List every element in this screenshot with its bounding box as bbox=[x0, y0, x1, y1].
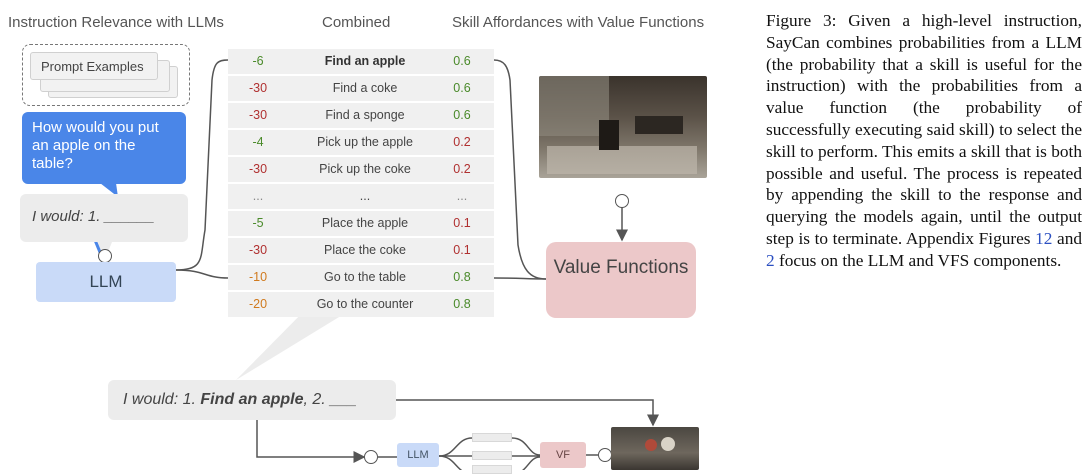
caption-text: focus on the LLM and VFS components. bbox=[774, 250, 1062, 270]
vf-score: 0.6 bbox=[453, 108, 471, 122]
next-step-suffix: , 2. ___ bbox=[303, 391, 357, 408]
skill-label: Find an apple bbox=[324, 54, 406, 68]
vf-output-node bbox=[598, 448, 612, 462]
llm-score: -30 bbox=[248, 243, 268, 257]
llm-box: LLM bbox=[36, 262, 176, 302]
skill-row: -30 Find a sponge 0.6 bbox=[228, 103, 494, 128]
skill-row: ......... bbox=[228, 184, 494, 209]
llm-score: -30 bbox=[248, 162, 268, 176]
llm-score: -30 bbox=[248, 81, 268, 95]
skill-label: Go to the counter bbox=[316, 297, 414, 311]
skill-row: -30 Pick up the coke 0.2 bbox=[228, 157, 494, 182]
next-step-bubble: I would: 1. Find an apple, 2. ___ bbox=[108, 380, 396, 420]
vf-score: ... bbox=[456, 189, 468, 203]
value-functions-box: Value Functions bbox=[546, 242, 696, 318]
appendix-figure-link[interactable]: 2 bbox=[766, 250, 775, 270]
llm-score: -10 bbox=[248, 270, 268, 284]
photo-connector-node bbox=[615, 194, 629, 208]
vf-score: 0.6 bbox=[453, 81, 471, 95]
skill-label: Place the coke bbox=[324, 243, 406, 257]
vf-score: 0.8 bbox=[453, 270, 471, 284]
skill-row: -6 Find an apple 0.6 bbox=[228, 49, 494, 74]
loop-connector-node bbox=[364, 450, 378, 464]
skill-row: -10 Go to the table 0.8 bbox=[228, 265, 494, 290]
skill-label: Pick up the apple bbox=[317, 135, 413, 149]
skill-label: Place the apple bbox=[321, 216, 409, 230]
small-vf-box: VF bbox=[540, 442, 586, 468]
skill-label: Pick up the coke bbox=[319, 162, 411, 176]
instruction-bubble: How would you put an apple on the table? bbox=[22, 112, 186, 184]
scene-photo-kitchen bbox=[539, 76, 707, 178]
caption-text: Given a high-level instruction, SayCan c… bbox=[766, 11, 1082, 248]
small-llm-box: LLM bbox=[397, 443, 439, 467]
prompt-examples-card: Prompt Examples bbox=[30, 52, 158, 80]
skill-label: ... bbox=[359, 189, 371, 203]
header-value-functions: Skill Affordances with Value Functions bbox=[452, 14, 705, 31]
llm-score: -20 bbox=[248, 297, 268, 311]
caption-text: and bbox=[1052, 228, 1082, 248]
skill-row: -30 Find a coke 0.6 bbox=[228, 76, 494, 101]
vf-score: 0.2 bbox=[453, 162, 471, 176]
appendix-figure-link[interactable]: 12 bbox=[1035, 228, 1053, 248]
llm-score: -4 bbox=[252, 135, 264, 149]
figure-label: Figure 3: bbox=[766, 11, 837, 30]
header-llm-relevance: Instruction Relevance with LLMs bbox=[8, 14, 224, 31]
bubble-tail bbox=[100, 183, 118, 197]
skill-row: -5 Place the apple 0.1 bbox=[228, 211, 494, 236]
vf-score: 0.8 bbox=[453, 297, 471, 311]
vf-score: 0.2 bbox=[453, 135, 471, 149]
llm-score: -30 bbox=[248, 108, 268, 122]
llm-score: ... bbox=[252, 189, 264, 203]
skill-row: -30 Place the coke 0.1 bbox=[228, 238, 494, 263]
connector-node bbox=[98, 249, 112, 263]
skill-label: Find a sponge bbox=[325, 108, 405, 122]
llm-score: -5 bbox=[252, 216, 264, 230]
skill-row: -4 Pick up the apple 0.2 bbox=[228, 130, 494, 155]
llm-score: -6 bbox=[252, 54, 264, 68]
skill-label: Find a coke bbox=[332, 81, 398, 95]
next-step-prefix: I would: 1. bbox=[123, 391, 201, 408]
mini-skill-bar bbox=[472, 433, 512, 442]
vf-score: 0.6 bbox=[453, 54, 471, 68]
response-bubble: I would: 1. ______ bbox=[20, 194, 188, 242]
selected-skill: Find an apple bbox=[200, 391, 304, 408]
skill-label: Go to the table bbox=[323, 270, 406, 284]
skill-row: -20 Go to the counter 0.8 bbox=[228, 292, 494, 317]
mini-skill-bar bbox=[472, 451, 512, 460]
vf-score: 0.1 bbox=[453, 216, 471, 230]
scene-photo-table bbox=[611, 427, 699, 470]
prompt-examples-group bbox=[22, 44, 190, 106]
vf-score: 0.1 bbox=[453, 243, 471, 257]
figure-caption: Figure 3: Given a high-level instruction… bbox=[766, 10, 1082, 272]
header-combined: Combined bbox=[322, 14, 391, 31]
